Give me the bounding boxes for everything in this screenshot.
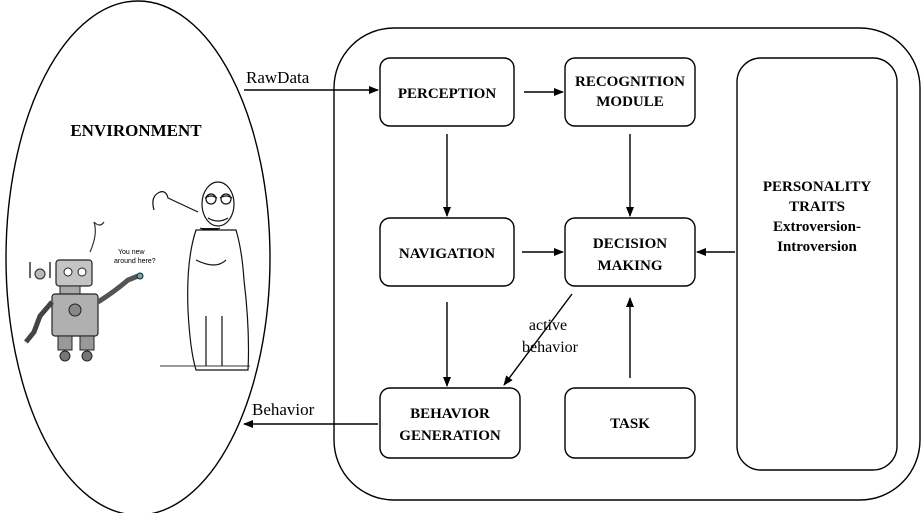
decision-label-line1: DECISION: [593, 236, 667, 252]
system-container: [333, 27, 921, 501]
environment-ellipse: [5, 0, 271, 513]
personality-traits-box: [736, 57, 898, 471]
navigation-box: [379, 217, 515, 287]
recognition-label-line2: MODULE: [596, 94, 664, 110]
personality-label-line2: TRAITS: [789, 199, 845, 215]
active-behavior-label-line2: behavior: [522, 339, 579, 356]
task-box: [564, 387, 696, 459]
environment-label: ENVIRONMENT: [70, 121, 202, 140]
recognition-module-box: [564, 57, 696, 127]
behavior-generation-label-line2: GENERATION: [399, 428, 501, 444]
decision-making-box: [564, 217, 696, 287]
perception-label: PERCEPTION: [398, 86, 497, 102]
decision-label-line2: MAKING: [598, 258, 663, 274]
robot-illustration: [24, 221, 144, 362]
task-label: TASK: [610, 416, 650, 432]
speech-text-line1: You new: [118, 249, 146, 256]
behavior-label: Behavior: [252, 400, 315, 419]
speech-text-line2: around here?: [114, 258, 156, 265]
behavior-generation-label-line1: BEHAVIOR: [410, 406, 490, 422]
man-illustration: [152, 181, 250, 371]
personality-label-line3: Extroversion-: [773, 219, 861, 235]
active-behavior-label-line1: active: [529, 317, 567, 334]
behavior-generation-box: [379, 387, 521, 459]
recognition-label-line1: RECOGNITION: [575, 74, 685, 90]
rawdata-label: RawData: [246, 68, 310, 87]
perception-box: [379, 57, 515, 127]
personality-label-line1: PERSONALITY: [763, 179, 872, 195]
navigation-label: NAVIGATION: [399, 246, 495, 262]
personality-label-line4: Introversion: [777, 239, 857, 255]
arrow-decision-to-behavior: [503, 293, 573, 386]
speech-bubble: You new around here?: [114, 249, 156, 265]
